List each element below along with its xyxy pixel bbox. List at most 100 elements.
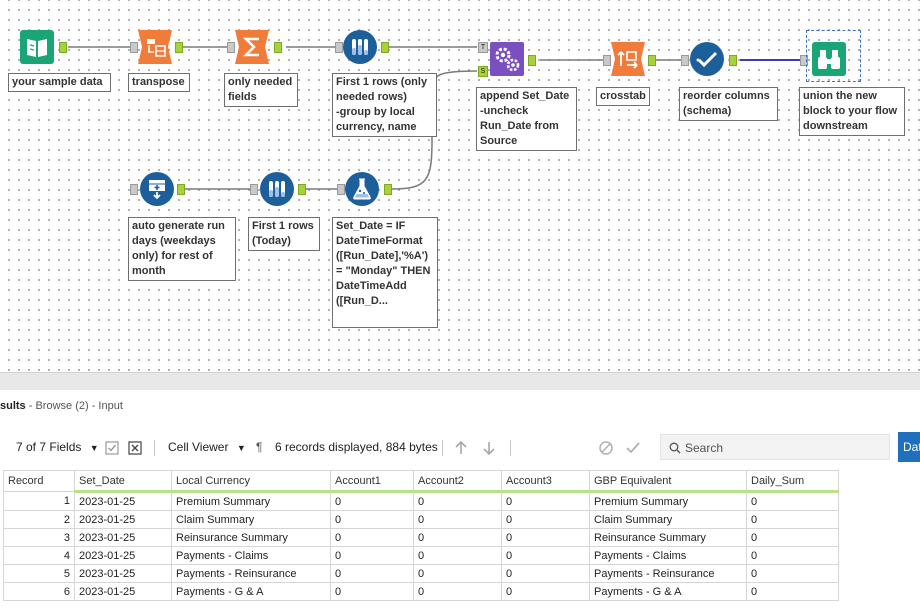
table-cell[interactable]: Payments - Claims (171, 546, 331, 565)
table-cell[interactable]: 2023-01-25 (74, 546, 172, 565)
output-anchor[interactable] (175, 42, 183, 53)
table-cell[interactable]: 0 (330, 510, 414, 529)
record-cell[interactable]: 4 (3, 546, 75, 565)
table-cell[interactable]: 0 (746, 582, 839, 601)
input-anchor[interactable] (337, 184, 345, 195)
table-cell[interactable]: Claim Summary (589, 510, 747, 529)
table-cell[interactable]: 2023-01-25 (74, 510, 172, 529)
table-cell[interactable]: Reinsurance Summary (589, 528, 747, 547)
table-cell[interactable]: 2023-01-25 (74, 564, 172, 583)
panel-splitter[interactable] (0, 372, 920, 392)
table-cell[interactable]: 0 (413, 510, 502, 529)
fields-dropdown[interactable]: 7 of 7 Fields ▼ (16, 432, 99, 462)
output-anchor[interactable] (729, 55, 737, 66)
column-header[interactable]: Daily_Sum (746, 470, 839, 493)
column-header[interactable]: Account3 (501, 470, 590, 493)
generate-rows-tool[interactable] (140, 172, 174, 206)
table-cell[interactable]: 0 (413, 528, 502, 547)
table-cell[interactable]: Premium Summary (171, 491, 331, 511)
workflow-canvas[interactable]: your sample data transpose only needed f… (0, 0, 920, 372)
append-source-anchor[interactable]: S (478, 66, 488, 77)
table-row[interactable]: 6 2023-01-25 Payments - G & A 0 0 0 Paym… (3, 582, 839, 601)
output-anchor[interactable] (528, 55, 536, 66)
table-cell[interactable]: 0 (330, 582, 414, 601)
output-anchor[interactable] (384, 184, 392, 195)
record-cell[interactable]: 1 (3, 491, 75, 511)
sample-tool-today[interactable] (260, 172, 294, 206)
table-cell[interactable]: Claim Summary (171, 510, 331, 529)
table-cell[interactable]: 0 (746, 510, 839, 529)
column-header[interactable]: Record (3, 470, 75, 492)
apply-check-icon[interactable] (625, 432, 641, 462)
summarize-tool[interactable] (235, 30, 269, 64)
output-anchor[interactable] (59, 42, 67, 53)
table-cell[interactable]: 0 (746, 564, 839, 583)
column-header[interactable]: Account1 (330, 470, 414, 493)
table-cell[interactable]: 2023-01-25 (74, 491, 172, 511)
input-anchor[interactable] (227, 42, 235, 53)
deselect-icon[interactable] (128, 432, 142, 462)
column-header[interactable]: Set_Date (74, 470, 172, 493)
transpose-tool[interactable] (138, 30, 172, 64)
table-cell[interactable]: 0 (501, 528, 590, 547)
table-cell[interactable]: 0 (501, 582, 590, 601)
table-cell[interactable]: 0 (330, 564, 414, 583)
table-cell[interactable]: Payments - G & A (171, 582, 331, 601)
table-cell[interactable]: 0 (746, 528, 839, 547)
table-cell[interactable]: 0 (413, 564, 502, 583)
table-cell[interactable]: Premium Summary (589, 491, 747, 511)
table-cell[interactable]: 0 (413, 546, 502, 565)
append-fields-tool[interactable] (490, 42, 524, 76)
input-anchor[interactable] (681, 55, 689, 66)
table-cell[interactable]: 0 (501, 510, 590, 529)
input-anchor[interactable] (250, 184, 258, 195)
crosstab-tool[interactable] (611, 42, 645, 76)
input-anchor[interactable] (130, 184, 138, 195)
output-anchor[interactable] (648, 55, 656, 66)
table-cell[interactable]: 0 (330, 546, 414, 565)
column-header[interactable]: Account2 (413, 470, 502, 493)
table-cell[interactable]: 0 (413, 582, 502, 601)
table-cell[interactable]: 0 (746, 491, 839, 511)
record-cell[interactable]: 2 (3, 510, 75, 529)
arrow-up-icon[interactable] (453, 432, 469, 462)
table-cell[interactable]: 0 (746, 546, 839, 565)
append-target-anchor[interactable]: T (478, 42, 488, 53)
record-cell[interactable]: 5 (3, 564, 75, 583)
record-cell[interactable]: 6 (3, 582, 75, 601)
table-cell[interactable]: Reinsurance Summary (171, 528, 331, 547)
output-anchor[interactable] (381, 42, 389, 53)
table-row[interactable]: 5 2023-01-25 Payments - Reinsurance 0 0 … (3, 564, 839, 583)
checkbox-icon[interactable] (105, 432, 119, 462)
record-cell[interactable]: 3 (3, 528, 75, 547)
search-input[interactable]: Search (660, 434, 890, 460)
table-cell[interactable]: 0 (330, 491, 414, 511)
table-row[interactable]: 3 2023-01-25 Reinsurance Summary 0 0 0 R… (3, 528, 839, 547)
table-cell[interactable]: Payments - Reinsurance (589, 564, 747, 583)
table-cell[interactable]: 0 (413, 491, 502, 511)
table-row[interactable]: 1 2023-01-25 Premium Summary 0 0 0 Premi… (3, 491, 839, 511)
table-cell[interactable]: Payments - G & A (589, 582, 747, 601)
table-cell[interactable]: Payments - Reinsurance (171, 564, 331, 583)
formula-tool[interactable] (345, 172, 379, 206)
column-header[interactable]: Local Currency (171, 470, 331, 493)
table-row[interactable]: 2 2023-01-25 Claim Summary 0 0 0 Claim S… (3, 510, 839, 529)
input-anchor[interactable] (335, 42, 343, 53)
input-anchor[interactable] (130, 42, 138, 53)
select-tool[interactable] (690, 42, 724, 76)
data-button[interactable]: Data (898, 432, 920, 462)
table-cell[interactable]: 0 (330, 528, 414, 547)
sample-tool[interactable] (343, 30, 377, 64)
table-cell[interactable]: Payments - Claims (589, 546, 747, 565)
table-cell[interactable]: 2023-01-25 (74, 582, 172, 601)
browse-tool[interactable] (812, 42, 846, 76)
table-cell[interactable]: 0 (501, 491, 590, 511)
cell-viewer-dropdown[interactable]: Cell Viewer ▼ (168, 432, 246, 462)
table-cell[interactable]: 0 (501, 546, 590, 565)
output-anchor[interactable] (298, 184, 306, 195)
pilcrow-icon[interactable]: ¶ (256, 440, 263, 454)
input-anchor[interactable] (603, 55, 611, 66)
column-header[interactable]: GBP Equivalent (589, 470, 747, 493)
clear-filter-icon[interactable] (598, 432, 614, 462)
output-anchor[interactable] (274, 42, 282, 53)
